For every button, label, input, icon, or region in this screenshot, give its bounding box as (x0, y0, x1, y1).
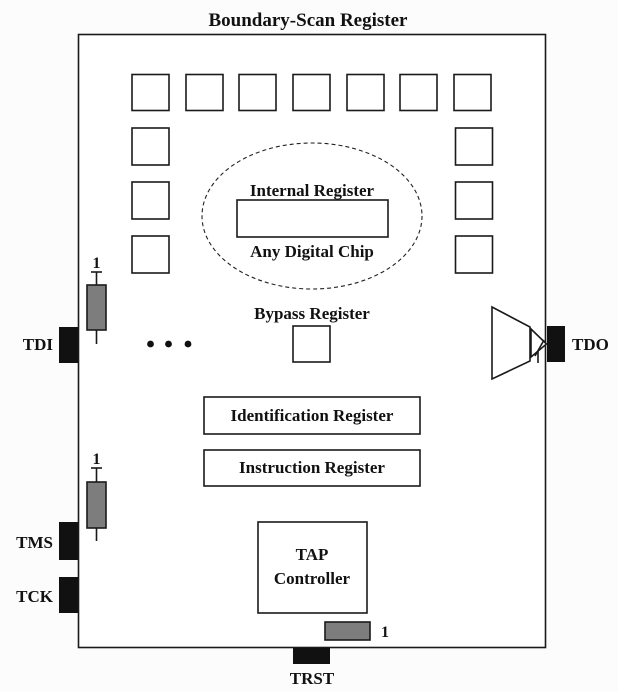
instruction-register-box (203, 449, 421, 487)
boundary-cell (454, 127, 494, 166)
instruction-register-label: Instruction Register (239, 458, 385, 477)
tms-pin (59, 522, 78, 560)
internal-register-box (236, 199, 389, 238)
boundary-cell (131, 73, 170, 112)
buffer-enable-wire (534, 339, 545, 363)
any-digital-chip-ellipse (201, 142, 423, 290)
junction-dots (147, 340, 192, 348)
tck-pin-label: TCK (16, 587, 54, 606)
trst-pin (293, 648, 330, 664)
resistor-body (324, 621, 371, 641)
pullup-resistor-tdi: 1 (86, 255, 107, 344)
boundary-cell (454, 235, 494, 274)
boundary-cell (453, 73, 492, 112)
boundary-cell (454, 181, 494, 220)
output-mux-shape (491, 305, 531, 381)
boundary-cell (399, 73, 438, 112)
bypass-register-box (292, 325, 331, 363)
tdi-pin-label: TDI (23, 335, 54, 354)
boundary-cell (292, 73, 331, 112)
identification-register-label: Identification Register (231, 406, 394, 425)
tap-controller-label-line1: TAP (296, 545, 329, 564)
tap-controller-label-line2: Controller (274, 569, 351, 588)
boundary-cell (131, 181, 170, 220)
pullup-value-label: 1 (93, 255, 101, 272)
resistor-body (86, 481, 107, 529)
boundary-cell (346, 73, 385, 112)
internal-register-label: Internal Register (250, 181, 375, 200)
boundary-cell (238, 73, 277, 112)
pullup-value-label: 1 (381, 624, 389, 641)
pullup-resistor-trst: 1 (324, 621, 389, 641)
resistor-body (86, 284, 107, 331)
tdi-pin (59, 327, 78, 363)
identification-register-box (203, 396, 421, 435)
tdo-pin (547, 326, 565, 362)
tms-pin-label: TMS (16, 533, 53, 552)
boundary-scan-cells (131, 73, 494, 274)
tap-controller-box (257, 521, 368, 614)
boundary-cell (131, 235, 170, 274)
bypass-register-label: Bypass Register (254, 304, 370, 323)
trst-pin-label: TRST (290, 669, 335, 688)
tdo-pin-label: TDO (572, 335, 609, 354)
tck-pin (59, 577, 78, 613)
pullup-resistor-tms: 1 (86, 451, 107, 541)
boundary-cell (131, 127, 170, 166)
pullup-value-label: 1 (93, 451, 101, 468)
boundary-cell (185, 73, 224, 112)
page-title: Boundary-Scan Register (209, 10, 409, 31)
any-digital-chip-label: Any Digital Chip (250, 242, 374, 261)
